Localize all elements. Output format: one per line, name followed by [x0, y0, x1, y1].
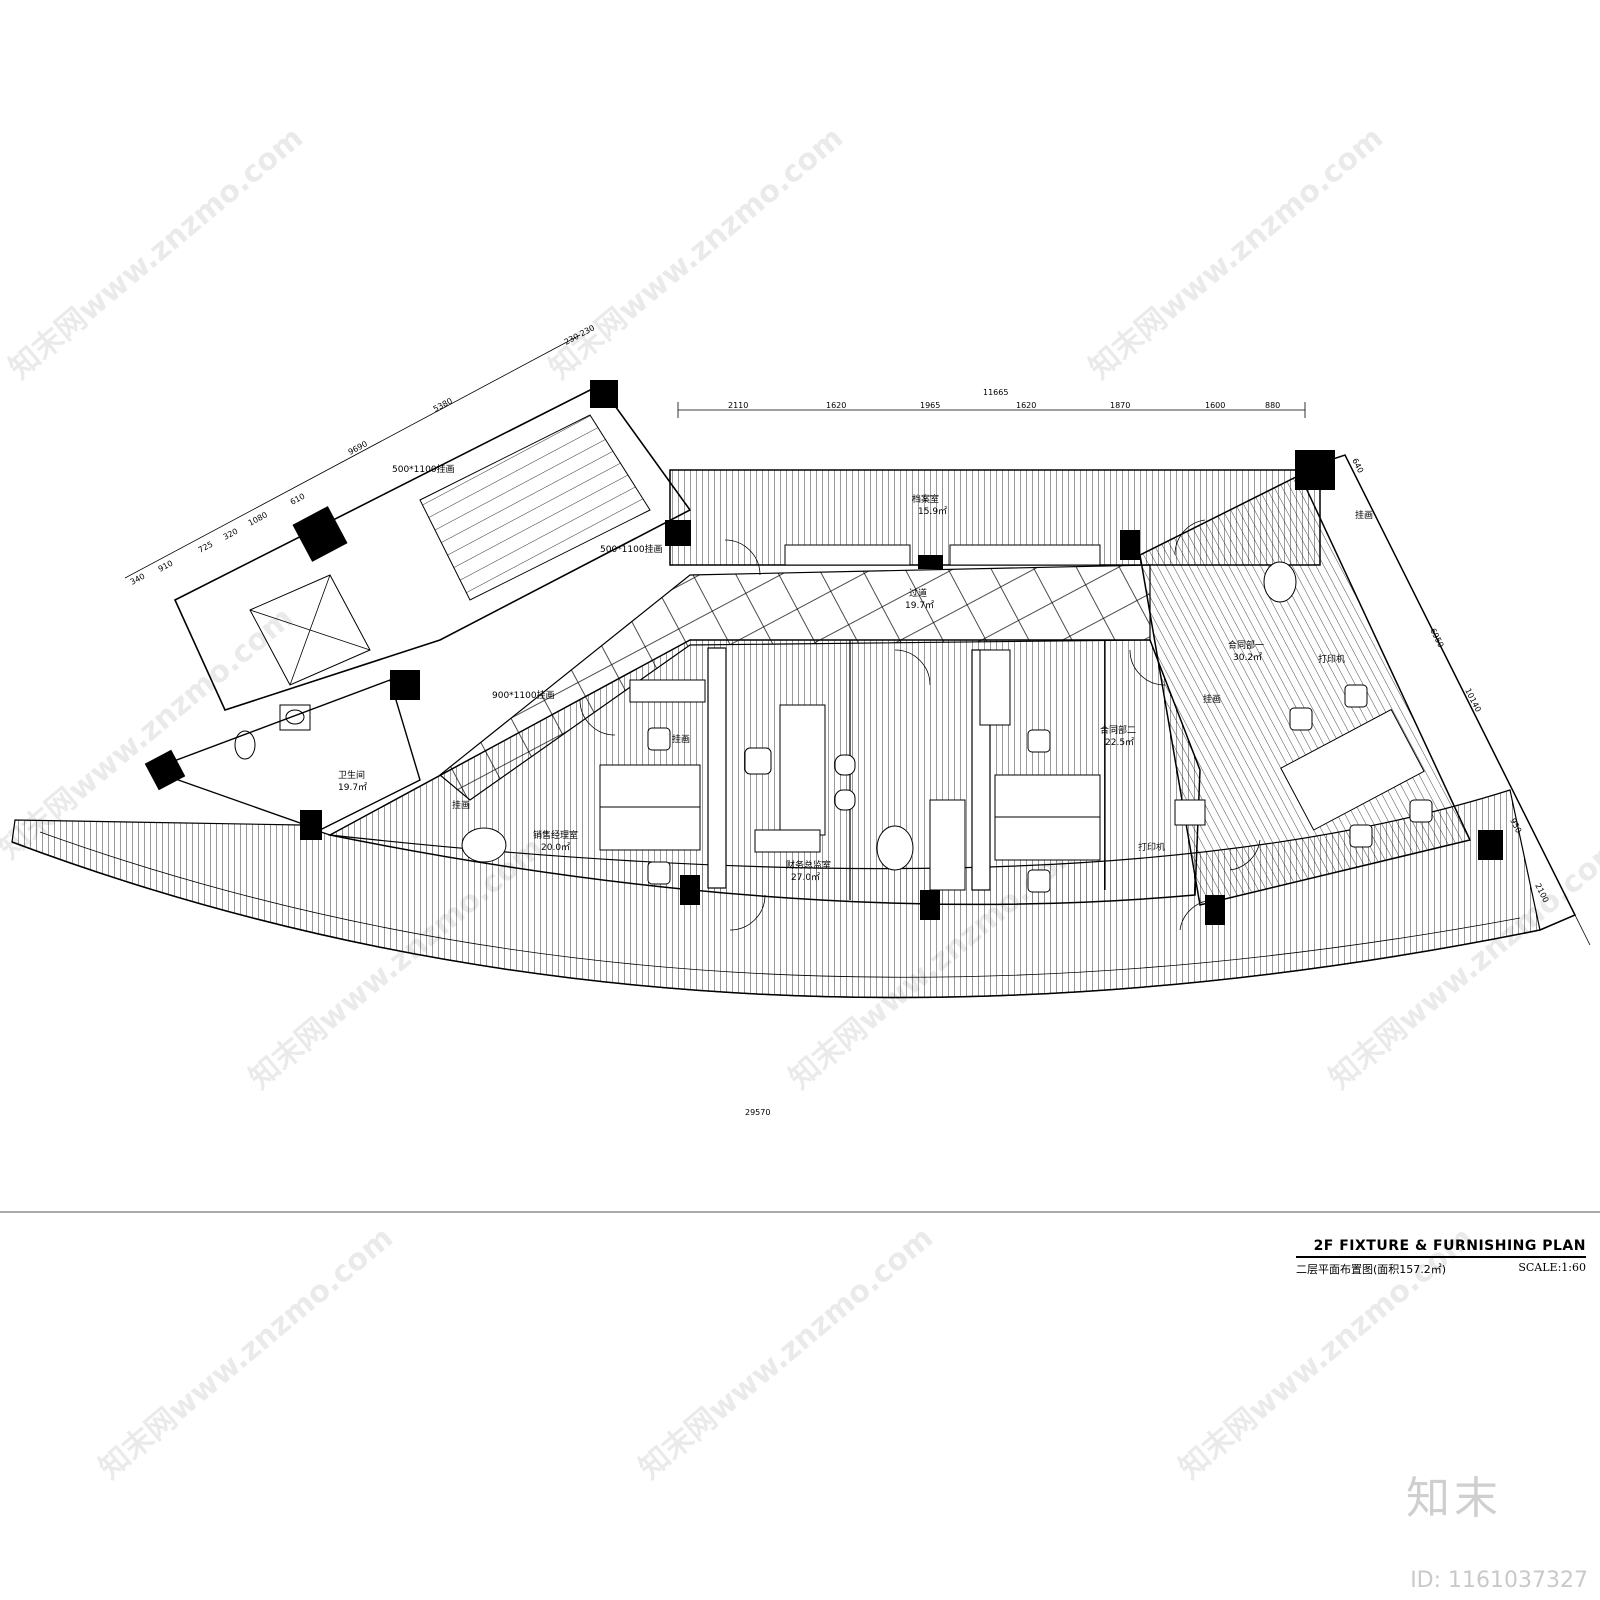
dimension-top-5: 1870 [1110, 401, 1130, 410]
label-hang-contract1-mid: 挂画 [1203, 693, 1221, 705]
dimension-top-4: 1620 [1016, 401, 1036, 410]
watermark-text: 知末网www.znzmo.com [543, 120, 850, 386]
contract-1-room [1139, 473, 1472, 906]
dimension-top-7: 880 [1265, 401, 1280, 410]
dimension-left-5380: 5380 [432, 396, 454, 414]
dimension-top-3: 1965 [920, 401, 940, 410]
room-toilet-name: 卫生间 [338, 769, 365, 781]
outer-curve-inner [39, 831, 1521, 978]
watermark-text: 知末网www.znzmo.com [3, 120, 310, 386]
room-contract2-name: 合同部二 [1100, 724, 1136, 736]
dimension-lines [124, 334, 1591, 946]
dimension-left-2: 910 [157, 559, 175, 574]
dimension-right-2: 6950 [1428, 627, 1445, 649]
title-subline: 二层平面布置图(面积157.2㎡) SCALE:1:60 [1296, 1261, 1586, 1277]
label-hanging-2: 500*1100挂画 [600, 543, 663, 555]
room-corridor-area: 19.7㎡ [905, 600, 934, 611]
elevator-x2 [289, 574, 331, 686]
archive-cabinets [784, 544, 1101, 566]
wc-fixture [234, 730, 256, 760]
dimension-left-total: 9690 [347, 439, 369, 457]
wash-basin [279, 704, 311, 731]
label-hang-contract1-top: 挂画 [1355, 509, 1373, 521]
title-chinese: 二层平面布置图(面积157.2㎡) [1296, 1263, 1447, 1276]
room-contract2-area: 22.5㎡ [1105, 737, 1134, 748]
room-archive-area: 15.9㎡ [918, 506, 947, 517]
label-hanging-1: 500*1100挂画 [392, 463, 455, 475]
basin-bowl [285, 709, 305, 725]
dimension-bottom: 29570 [745, 1108, 770, 1117]
watermark-text: 知末网www.znzmo.com [93, 1220, 400, 1486]
room-sales-area: 20.0㎡ [541, 842, 570, 853]
dimension-left-6: 610 [289, 492, 307, 507]
dimension-left-1: 340 [129, 572, 147, 587]
dimension-top-1: 2110 [728, 401, 748, 410]
room-contract1-name: 合同部一 [1228, 639, 1264, 651]
label-printer-2: 打印机 [1138, 841, 1165, 853]
dimension-right-total: 10140 [1463, 687, 1483, 714]
label-hang-sales-2: 挂画 [452, 799, 470, 811]
watermark-text: 知末网www.znzmo.com [1083, 120, 1390, 386]
chairs [647, 684, 1433, 893]
label-hanging-3: 900*1100挂画 [492, 689, 555, 701]
door-swings [579, 519, 1261, 931]
label-printer-1: 打印机 [1318, 653, 1345, 665]
dimension-left-4: 320 [222, 527, 240, 542]
room-contract1-area: 30.2㎡ [1233, 652, 1262, 663]
drawing-scale: SCALE:1:60 [1518, 1261, 1586, 1274]
title-block: 2F FIXTURE & FURNISHING PLAN 二层平面布置图(面积1… [1296, 1238, 1586, 1277]
stair-treads [419, 414, 651, 601]
outer-curve [11, 841, 1541, 999]
structural-columns [144, 380, 1503, 925]
corridor-floor [439, 564, 1151, 801]
dimension-top-6: 1600 [1205, 401, 1225, 410]
partitions [707, 640, 1106, 900]
stair-block [173, 383, 692, 711]
label-hang-sales: 挂画 [672, 733, 690, 745]
room-sales-name: 销售经理室 [533, 829, 578, 841]
dimension-left-3: 725 [197, 540, 215, 555]
image-id: ID: 1161037327 [1410, 1568, 1588, 1593]
meeting-tables [461, 561, 1297, 871]
dimension-right-1: 640 [1350, 457, 1365, 475]
room-finance-name: 财务总监室 [786, 859, 831, 871]
watermark-text: 知末网www.znzmo.com [633, 1220, 940, 1486]
furniture [599, 649, 1425, 891]
room-corridor-name: 过道 [909, 587, 927, 599]
room-archive-name: 档案室 [912, 493, 939, 505]
title-english: 2F FIXTURE & FURNISHING PLAN [1296, 1238, 1586, 1258]
dimension-top-2: 1620 [826, 401, 846, 410]
watermark-logo: 知末 [1406, 1473, 1502, 1524]
room-toilet-area: 19.7㎡ [338, 782, 367, 793]
dimension-top-total: 11665 [983, 388, 1008, 397]
dimension-left-5: 1080 [247, 510, 269, 528]
room-finance-area: 27.0㎡ [791, 872, 820, 883]
